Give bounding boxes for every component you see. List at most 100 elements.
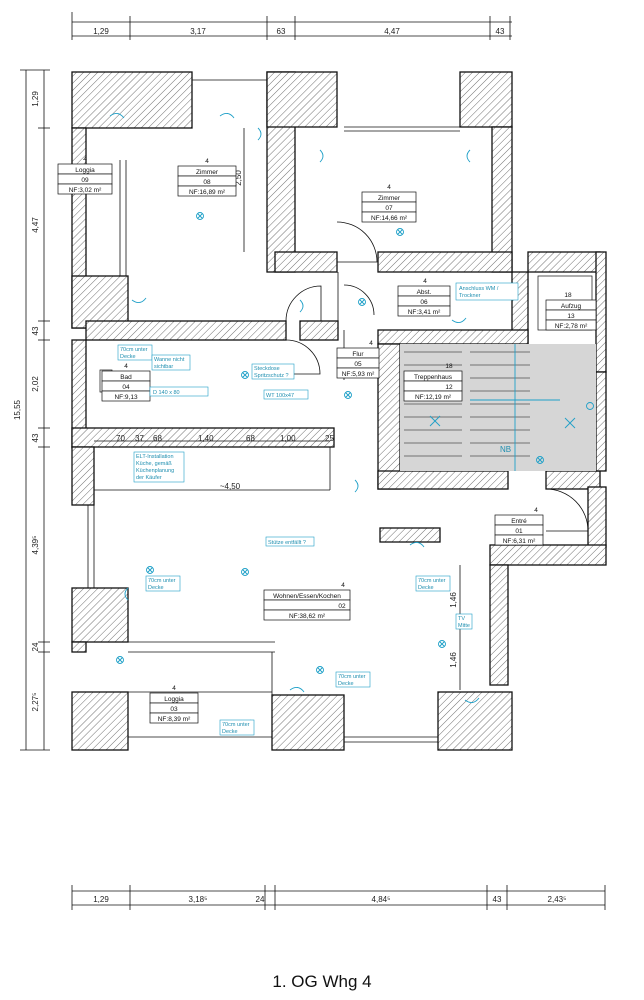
svg-text:Stütze entfällt ?: Stütze entfällt ? — [268, 540, 306, 546]
note-tv: TV Mitte — [455, 613, 473, 630]
note-decke-bad: 70cm unter Decke — [117, 344, 153, 361]
room-number: 4 — [423, 278, 427, 285]
dim-top-2: 3,17 — [190, 27, 206, 36]
note-elt-kueche: ELT-Installation Küche, gemäß Küchenplan… — [133, 451, 185, 483]
dim-top-3: 63 — [277, 27, 286, 36]
room-name: Aufzug — [561, 303, 582, 310]
room-name: Loggia — [164, 696, 184, 703]
note-steckdose: Steckdose Spritzschutz ? — [251, 363, 295, 380]
svg-text:sichtbar: sichtbar — [154, 364, 173, 370]
svg-text:Spritzschutz ?: Spritzschutz ? — [254, 373, 289, 379]
room-number: 4 — [83, 156, 87, 163]
dim-left-3: 43 — [31, 326, 40, 335]
note-wanne: Wanne nicht sichtbar — [151, 354, 191, 371]
dim-zimmer-height: 2,50 — [234, 170, 243, 186]
room-name: Loggia — [75, 167, 95, 174]
dim-bottom-2: 3,18⁵ — [189, 895, 208, 904]
room-area: NF:16,89 m² — [189, 189, 226, 196]
room-number: 18 — [564, 292, 572, 299]
room-name: Zimmer — [196, 169, 219, 176]
room-zimmer-08: 4 Zimmer 08 NF:16,89 m² — [177, 158, 237, 197]
dim-right-1: 1,46 — [449, 592, 458, 608]
svg-text:70cm unter: 70cm unter — [222, 722, 250, 728]
room-area: NF:14,66 m² — [371, 215, 408, 222]
dim-left-4: 2,02 — [31, 376, 40, 392]
room-name: Entré — [511, 518, 527, 525]
dim-wohnen-width: ~4,50 — [220, 482, 241, 491]
note-decke-right: 70cm unter Decke — [415, 575, 451, 592]
room-entree-01: 4 Entré 01 NF:6,31 m² — [494, 507, 544, 546]
room-number: 4 — [172, 685, 176, 692]
room-name: Treppenhaus — [414, 374, 453, 381]
room-id: 06 — [420, 299, 428, 306]
note-wt: WT 100x47 — [263, 389, 309, 400]
room-flur-05: 4 Flur 05 NF:5,93 m² — [336, 340, 380, 379]
dim-top-4: 4,47 — [384, 27, 400, 36]
walls — [71, 71, 607, 751]
svg-text:Trockner: Trockner — [459, 293, 481, 299]
svg-text:Decke: Decke — [418, 585, 434, 591]
svg-text:Steckdose: Steckdose — [254, 366, 280, 372]
note-stuetze: Stütze entfällt ? — [265, 536, 315, 547]
room-id: 07 — [385, 205, 393, 212]
dim-left-8: 2,27⁵ — [31, 693, 40, 712]
room-id: 09 — [81, 177, 89, 184]
room-name: Bad — [120, 374, 132, 381]
svg-text:Anschluss WM /: Anschluss WM / — [459, 286, 499, 292]
svg-text:Decke: Decke — [120, 354, 136, 360]
svg-text:Mitte: Mitte — [458, 623, 470, 629]
room-name: Abst. — [417, 289, 432, 296]
dim-left-5: 43 — [31, 433, 40, 442]
room-number: 4 — [387, 184, 391, 191]
dim-left-6: 4,39⁵ — [31, 536, 40, 555]
room-treppenhaus-12: 18 Treppenhaus 12 NF:12,19 m² — [403, 363, 463, 402]
svg-text:Küche, gemäß: Küche, gemäß — [136, 461, 172, 467]
room-wohnen-02: 4 Wohnen/Essen/Kochen 02 NF:38,62 m² — [263, 582, 351, 621]
dim-bottom-5: 43 — [493, 895, 502, 904]
room-number: 4 — [341, 582, 345, 589]
room-aufzug-13: 18 Aufzug 13 NF:2,78 m² — [545, 292, 597, 331]
svg-text:Decke: Decke — [222, 729, 238, 735]
room-name: Flur — [352, 351, 364, 358]
note-nb: NB — [500, 445, 511, 454]
dim-bad-4: 1,40 — [198, 434, 214, 443]
electrical-symbols — [109, 113, 594, 733]
room-id: 04 — [122, 384, 130, 391]
dim-top-5: 43 — [496, 27, 505, 36]
room-loggia-03: 4 Loggia 03 NF:8,39 m² — [149, 685, 199, 724]
room-area: NF:38,62 m² — [289, 613, 326, 620]
note-decke-loggia: 70cm unter Decke — [219, 719, 255, 736]
room-area: NF:3,41 m² — [408, 309, 441, 316]
svg-text:TV: TV — [458, 616, 465, 622]
dim-bottom-1: 1,29 — [93, 895, 109, 904]
dim-bad-6: 1,00 — [280, 434, 296, 443]
svg-text:Decke: Decke — [148, 585, 164, 591]
svg-text:70cm unter: 70cm unter — [418, 578, 446, 584]
room-id: 08 — [203, 179, 211, 186]
room-name: Zimmer — [378, 195, 401, 202]
dim-bad-7: 25 — [325, 434, 334, 443]
svg-text:WT 100x47: WT 100x47 — [266, 393, 294, 399]
room-id: 12 — [445, 384, 453, 391]
svg-text:D 140 x 80: D 140 x 80 — [153, 390, 180, 396]
svg-text:Küchenplanung: Küchenplanung — [136, 468, 174, 474]
note-wm-anschluss: Anschluss WM / Trockner — [455, 282, 519, 301]
room-abst-06: 4 Abst. 06 NF:3,41 m² — [397, 278, 451, 317]
note-decke-bottom: 70cm unter Decke — [335, 671, 371, 688]
room-id: 03 — [170, 706, 178, 713]
svg-text:70cm unter: 70cm unter — [338, 674, 366, 680]
room-id: 02 — [338, 603, 346, 610]
svg-text:der Käufer: der Käufer — [136, 475, 162, 481]
room-bad-04: 4 Bad 04 NF:9,13 — [101, 363, 151, 402]
room-area: NF:8,39 m² — [158, 716, 191, 723]
room-area: NF:3,02 m² — [69, 187, 102, 194]
room-zimmer-07: 4 Zimmer 07 NF:14,66 m² — [361, 184, 417, 223]
dim-right-2: 1,46 — [449, 652, 458, 668]
dim-bad-2: 37 — [135, 434, 144, 443]
svg-text:Decke: Decke — [338, 681, 354, 687]
room-area: NF:2,78 m² — [555, 323, 588, 330]
room-area: NF:9,13 — [114, 394, 138, 401]
dim-bottom-6: 2,43⁵ — [548, 895, 567, 904]
note-decke-left: 70cm unter Decke — [145, 575, 181, 592]
room-id: 13 — [567, 313, 575, 320]
